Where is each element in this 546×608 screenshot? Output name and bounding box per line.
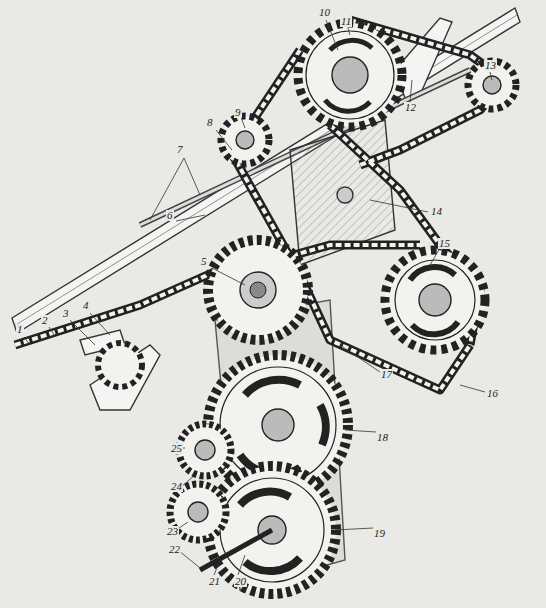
callout-number: 3 [62, 308, 70, 319]
callout-number: 2 [41, 315, 49, 326]
callout-number: 9 [234, 107, 242, 118]
callout-number: 20 [234, 576, 247, 587]
callout-number: 1 [16, 324, 24, 335]
callout-number: 14 [430, 206, 443, 217]
callout-number: 21 [208, 576, 221, 587]
callout-number: 7 [176, 144, 184, 155]
callout-number: 13 [484, 60, 497, 71]
callout-number: 18 [376, 432, 389, 443]
callout-number: 6 [166, 210, 174, 221]
callout-number: 17 [380, 369, 393, 380]
callout-number: 5 [200, 256, 208, 267]
callout-number: 15 [438, 238, 451, 249]
callout-number: 4 [82, 300, 90, 311]
callout-number: 23 [166, 526, 179, 537]
callout-number: 8 [206, 117, 214, 128]
callout-number: 22 [168, 544, 181, 555]
callout-number: 19 [373, 528, 386, 539]
callout-number: 24 [170, 481, 183, 492]
callout-number: 10 [318, 7, 331, 18]
callout-number: 11 [340, 16, 352, 27]
callout-number: 12 [404, 102, 417, 113]
callout-number: 16 [486, 388, 499, 399]
callout-number: 25 [170, 443, 183, 454]
